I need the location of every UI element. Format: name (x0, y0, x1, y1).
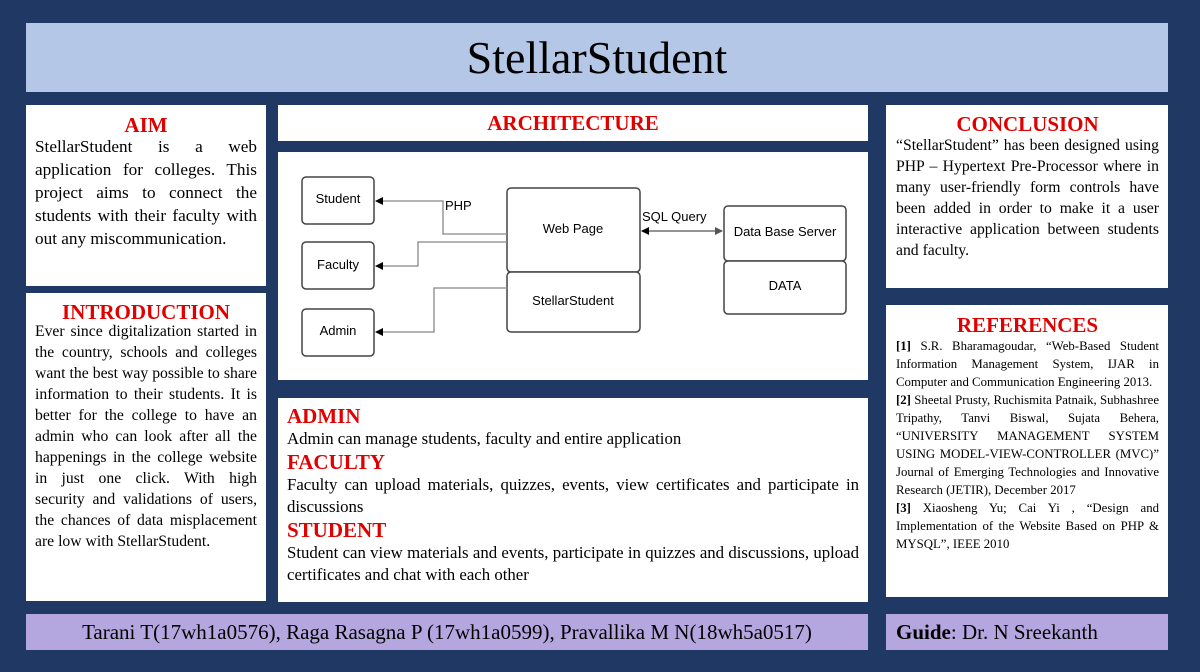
reference-item: [2] Sheetal Prusty, Ruchismita Patnaik, … (896, 391, 1159, 499)
references-section: REFERENCES [1] S.R. Bharamagoudar, “Web-… (886, 305, 1168, 597)
role-faculty-title: FACULTY (287, 450, 386, 474)
role-admin-title: ADMIN (287, 404, 361, 428)
conclusion-section: CONCLUSION “StellarStudent” has been des… (886, 105, 1168, 288)
architecture-diagram: Student Faculty Admin Web Page StellarSt… (278, 152, 868, 380)
admin-node-label: Admin (320, 323, 357, 338)
reference-text: S.R. Bharamagoudar, “Web-Based Student I… (896, 339, 1159, 389)
roles-section: ADMIN Admin can manage students, faculty… (278, 398, 868, 602)
stellar-node-label: StellarStudent (532, 293, 614, 308)
reference-number: [2] (896, 393, 911, 407)
role-faculty-desc: Faculty can upload materials, quizzes, e… (287, 475, 859, 516)
architecture-heading-box: ARCHITECTURE (278, 105, 868, 141)
aim-text: StellarStudent is a web application for … (35, 137, 257, 248)
guide-bar: Guide: Dr. N Sreekanth (886, 614, 1168, 650)
reference-number: [1] (896, 339, 911, 353)
web-page-node-label: Web Page (543, 221, 603, 236)
aim-section: AIM StellarStudent is a web application … (26, 105, 266, 286)
reference-item: [1] S.R. Bharamagoudar, “Web-Based Stude… (896, 337, 1159, 391)
conclusion-heading: CONCLUSION (956, 112, 1099, 136)
db-server-node-label: Data Base Server (734, 224, 837, 239)
guide-label: Guide (896, 619, 951, 644)
db-server-node: Data Base Server (723, 205, 847, 262)
reference-number: [3] (896, 501, 911, 515)
role-student: STUDENT Student can view materials and e… (287, 518, 859, 586)
web-page-node: Web Page (506, 187, 641, 273)
faculty-node: Faculty (301, 241, 375, 290)
architecture-heading: ARCHITECTURE (487, 111, 659, 135)
data-node: DATA (723, 260, 847, 315)
student-node-label: Student (316, 191, 361, 206)
role-admin: ADMIN Admin can manage students, faculty… (287, 404, 859, 450)
admin-connector (375, 287, 507, 336)
authors-bar: Tarani T(17wh1a0576), Raga Rasagna P (17… (26, 614, 868, 650)
aim-heading: AIM (124, 113, 168, 137)
reference-text: Xiaosheng Yu; Cai Yi , “Design and Imple… (896, 501, 1159, 551)
role-student-title: STUDENT (287, 518, 387, 542)
sql-edge-label: SQL Query (642, 209, 707, 224)
introduction-section: INTRODUCTION Ever since digitalization s… (26, 293, 266, 601)
faculty-node-label: Faculty (317, 257, 359, 272)
stellar-node: StellarStudent (506, 271, 641, 333)
role-faculty: FACULTY Faculty can upload materials, qu… (287, 450, 859, 518)
poster-title: StellarStudent (466, 32, 728, 83)
introduction-text: Ever since digitalization started in the… (35, 323, 257, 550)
reference-item: [3] Xiaosheng Yu; Cai Yi , “Design and I… (896, 499, 1159, 553)
guide-name: : Dr. N Sreekanth (950, 619, 1098, 644)
conclusion-text: “StellarStudent” has been designed using… (896, 137, 1159, 259)
architecture-svg: Student Faculty Admin Web Page StellarSt… (301, 176, 847, 357)
role-student-desc: Student can view materials and events, p… (287, 543, 859, 584)
authors-text: Tarani T(17wh1a0576), Raga Rasagna P (17… (82, 619, 812, 644)
references-heading: REFERENCES (956, 313, 1099, 337)
student-connector (375, 197, 507, 235)
admin-node: Admin (301, 308, 375, 357)
student-node: Student (301, 176, 375, 225)
reference-text: Sheetal Prusty, Ruchismita Patnaik, Subh… (896, 393, 1159, 497)
poster-title-bar: StellarStudent (26, 23, 1168, 92)
introduction-heading: INTRODUCTION (61, 300, 231, 324)
data-node-label: DATA (769, 278, 802, 293)
faculty-connector (375, 241, 507, 270)
php-edge-label: PHP (445, 198, 472, 213)
role-admin-desc: Admin can manage students, faculty and e… (287, 429, 682, 448)
